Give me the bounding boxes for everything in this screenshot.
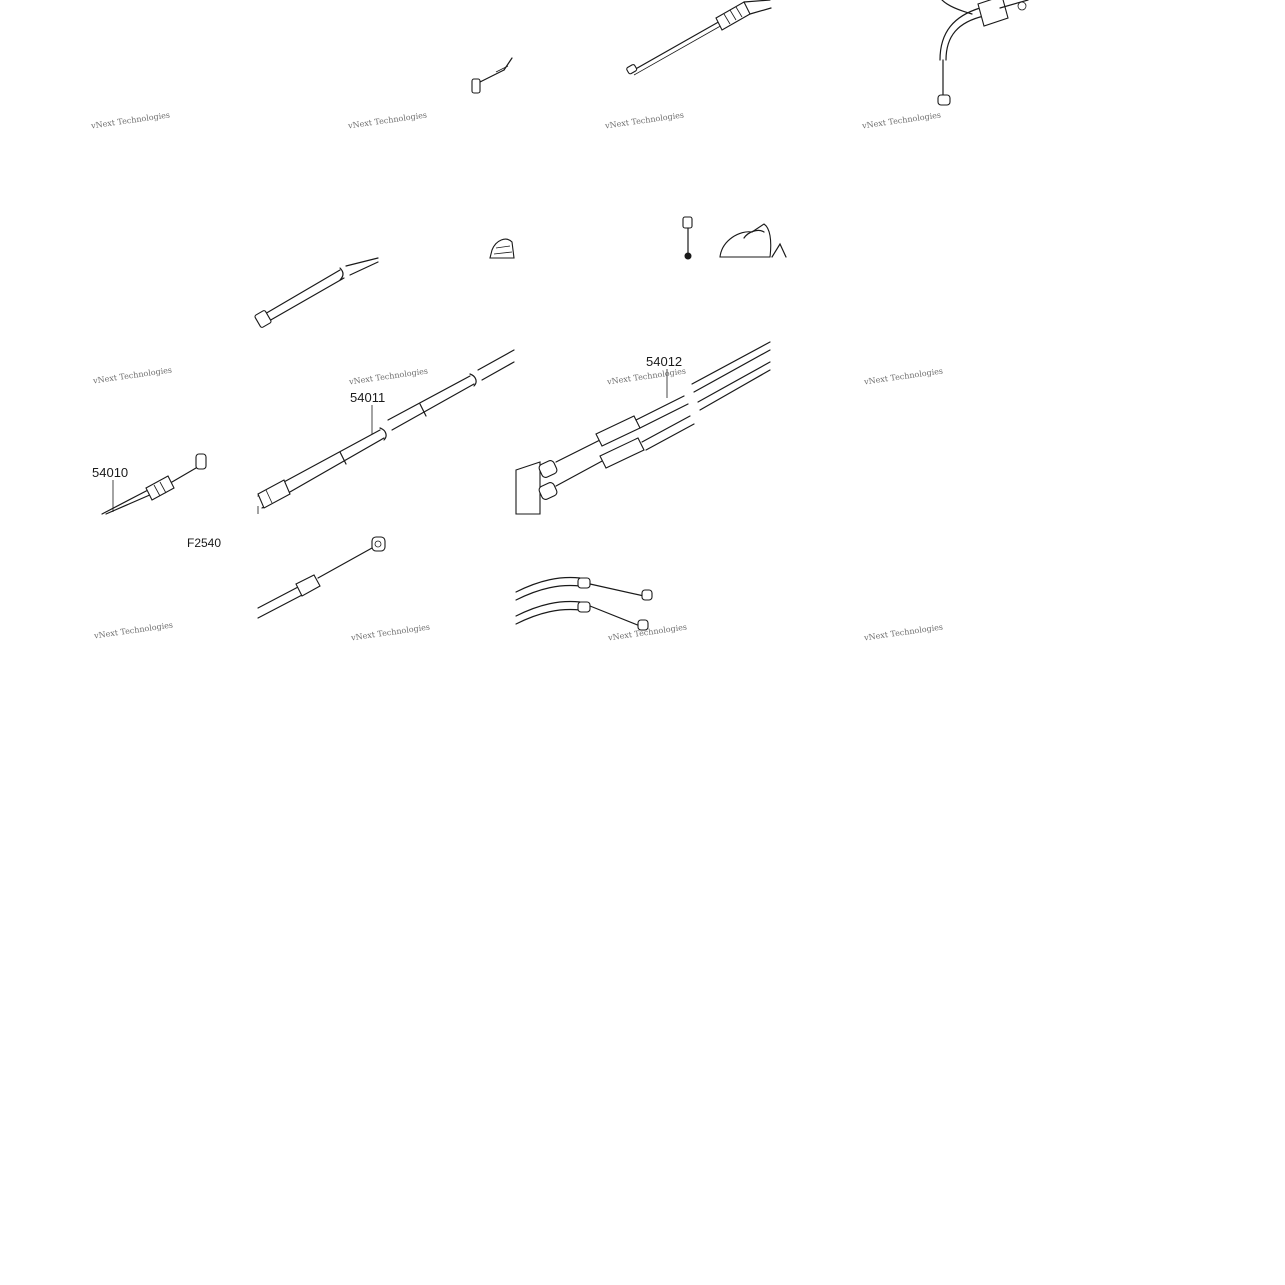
cable-54011: [257, 349, 515, 514]
cable-junction-fitting: [682, 216, 787, 260]
cable-54010: [101, 453, 207, 515]
throttle-cable-bend: [937, 0, 1029, 106]
cable-54012: [515, 341, 771, 515]
cable-end-fitting-top: [471, 57, 513, 94]
cable-clamp-fragment: [489, 238, 515, 259]
figure-code: F2540: [187, 536, 222, 550]
cable-dual-bend: [515, 576, 653, 631]
callout-54011: 54011: [350, 390, 386, 405]
callout-54010: 54010: [92, 465, 129, 480]
cable-lower-end: [257, 536, 386, 619]
throttle-cable-upper: [626, 0, 772, 76]
clutch-cable-top: [254, 257, 379, 328]
callout-54012: 54012: [646, 354, 683, 369]
